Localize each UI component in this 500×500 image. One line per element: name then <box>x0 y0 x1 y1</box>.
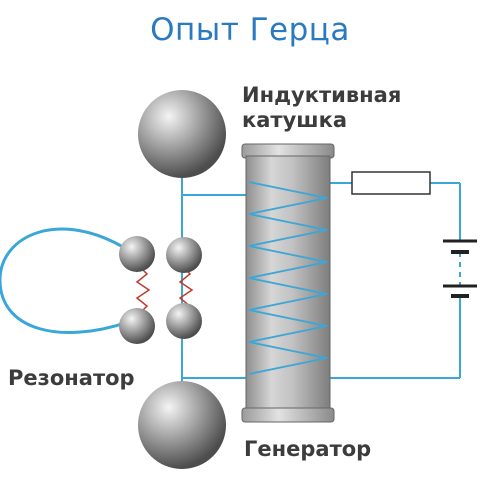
generator-upper-ball <box>166 237 202 273</box>
inductive-coil-label-line1: Индуктивная <box>242 83 402 107</box>
resonator-lower-ball <box>119 308 155 344</box>
inductive-coil-label: Индуктивная катушка <box>242 83 401 133</box>
generator-lower-ball <box>166 303 202 339</box>
induction-coil <box>241 143 335 423</box>
coil-winding <box>248 181 328 375</box>
generator-top-sphere <box>138 90 226 178</box>
inductive-coil-label-line2: катушка <box>242 108 348 132</box>
resistor-icon <box>351 171 431 195</box>
resonator-spark <box>135 267 151 313</box>
coil-bottom-cap <box>241 407 335 423</box>
battery-icon <box>443 239 477 298</box>
coil-body <box>245 155 331 415</box>
resonator-label: Резонатор <box>8 366 135 390</box>
resonator-loop <box>0 227 129 334</box>
resonator-upper-ball <box>119 236 155 272</box>
generator-label: Генератор <box>244 437 372 461</box>
diagram-title: Опыт Герца <box>150 12 350 48</box>
generator-bottom-sphere <box>138 381 226 469</box>
